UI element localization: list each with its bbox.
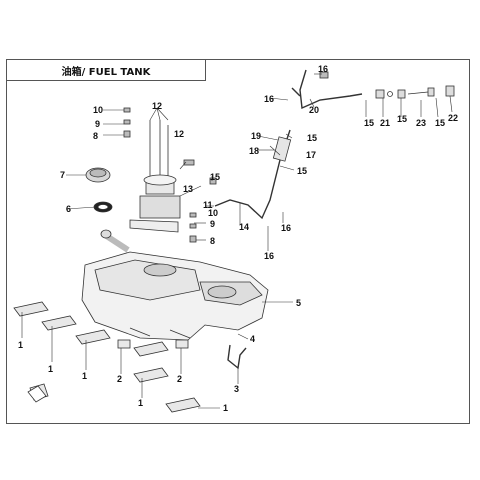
- callout-8: 8: [93, 131, 99, 141]
- bolts-part: [123, 107, 217, 243]
- callout-8: 8: [210, 236, 216, 246]
- callout-22: 22: [448, 113, 459, 123]
- callout-11: 11: [203, 200, 213, 210]
- callout-4: 4: [250, 334, 256, 344]
- callout-16: 16: [318, 64, 329, 74]
- callout-16: 16: [264, 251, 275, 261]
- callout-15: 15: [397, 114, 408, 124]
- callout-1: 1: [18, 340, 24, 350]
- leader-lines: [21, 73, 453, 409]
- callout-15: 15: [297, 166, 308, 176]
- callout-12: 12: [174, 129, 185, 139]
- callout-1: 1: [138, 398, 144, 408]
- callout-2: 2: [177, 374, 183, 384]
- callout-19: 19: [251, 131, 262, 141]
- callout-10: 10: [93, 105, 104, 115]
- callout-5: 5: [296, 298, 302, 308]
- callout-14: 14: [239, 222, 250, 232]
- callout-1: 1: [48, 364, 54, 374]
- diagram-frame: [6, 59, 470, 424]
- fuel-cap-part: [85, 167, 113, 213]
- callout-7: 7: [60, 170, 66, 180]
- callout-17: 17: [306, 150, 317, 160]
- diagram-title: 油箱/ FUEL TANK: [6, 59, 206, 81]
- callout-16: 16: [281, 223, 292, 233]
- callout-2: 2: [117, 374, 123, 384]
- hose-fittings-part: [319, 71, 455, 99]
- callout-23: 23: [416, 118, 427, 128]
- callout-20: 20: [309, 105, 320, 115]
- front-arrow-icon: [27, 385, 47, 403]
- callout-15: 15: [307, 133, 318, 143]
- callout-9: 9: [95, 119, 101, 129]
- callout-3: 3: [234, 384, 240, 394]
- callout-1: 1: [223, 403, 229, 413]
- callout-6: 6: [66, 204, 72, 214]
- callout-15: 15: [435, 118, 446, 128]
- fuel-pump-part: [129, 120, 181, 233]
- callout-10: 10: [208, 208, 219, 218]
- callout-21: 21: [380, 118, 391, 128]
- callout-18: 18: [249, 146, 260, 156]
- callout-12: 12: [152, 101, 163, 111]
- callout-1: 1: [82, 371, 88, 381]
- callout-16: 16: [264, 94, 275, 104]
- callout-15: 15: [364, 118, 375, 128]
- callout-13: 13: [183, 184, 194, 194]
- fuel-filter-part: [272, 136, 292, 162]
- callout-15: 15: [210, 172, 221, 182]
- callout-9: 9: [210, 219, 216, 229]
- fuel-tank-part: [81, 229, 269, 341]
